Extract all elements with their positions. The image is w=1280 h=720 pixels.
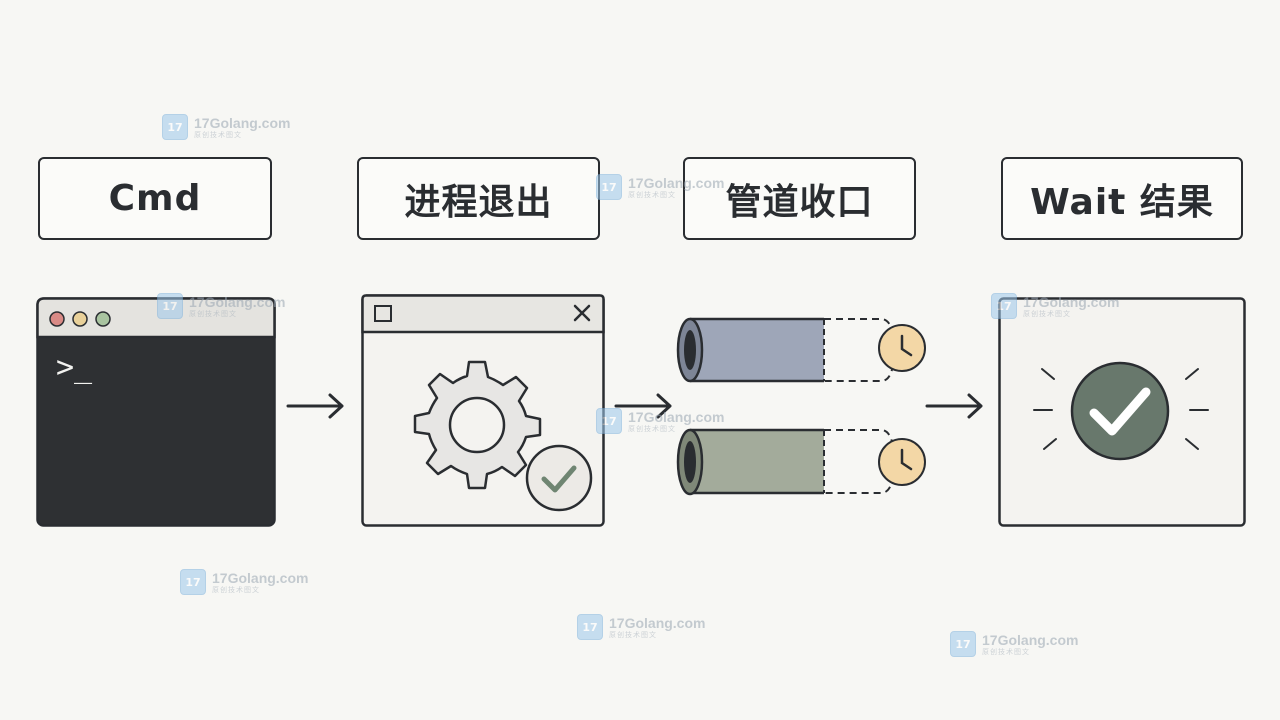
minimize-dot-icon — [72, 311, 88, 327]
step-label-cmd: Cmd — [38, 157, 272, 240]
clock-icon-top — [878, 324, 926, 372]
process-window — [361, 294, 605, 527]
maximize-dot-icon — [95, 311, 111, 327]
watermark-tagline: 原创技术图文 — [609, 630, 657, 639]
close-dot-icon — [49, 311, 65, 327]
pipes-illustration — [676, 317, 926, 496]
watermark-logo-icon: 17 — [950, 631, 976, 657]
success-check-icon — [525, 444, 593, 512]
watermark-logo-icon: 17 — [180, 569, 206, 595]
step-label-wait-result: Wait 结果 — [1001, 157, 1243, 240]
watermark-logo-icon: 17 — [577, 614, 603, 640]
arrow-icon-2 — [614, 393, 672, 419]
gear-icon — [413, 360, 542, 490]
watermark-tagline: 原创技术图文 — [194, 130, 242, 139]
step-label-process-exit: 进程退出 — [357, 157, 600, 240]
window-close-icon — [573, 304, 591, 322]
window-square-icon — [374, 305, 392, 322]
watermark-tagline: 原创技术图文 — [982, 647, 1030, 656]
watermark-site: 17Golang.com — [212, 569, 309, 586]
watermark-logo-icon: 17 — [162, 114, 188, 140]
clock-icon-bottom — [878, 438, 926, 486]
step-label-process-exit-text: 进程退出 — [404, 181, 553, 223]
watermark-tagline: 原创技术图文 — [212, 585, 260, 594]
step-label-pipe-close-text: 管道收口 — [725, 181, 874, 223]
success-check-icon — [1070, 361, 1170, 461]
glow-rays-icon — [1033, 368, 1209, 450]
arrow-icon-1 — [286, 393, 344, 419]
result-window — [998, 297, 1246, 527]
watermark-site: 17Golang.com — [194, 114, 291, 131]
terminal-window: >_ — [36, 297, 276, 527]
step-label-wait-result-text: Wait 结果 — [1030, 181, 1214, 223]
watermark-site: 17Golang.com — [982, 631, 1079, 648]
step-label-pipe-close: 管道收口 — [683, 157, 916, 240]
pipe-top — [676, 317, 896, 383]
step-label-cmd-text: Cmd — [108, 178, 202, 219]
terminal-prompt: >_ — [56, 350, 93, 385]
watermark-site: 17Golang.com — [609, 614, 706, 631]
pipe-bottom — [676, 428, 896, 496]
arrow-icon-3 — [925, 393, 983, 419]
